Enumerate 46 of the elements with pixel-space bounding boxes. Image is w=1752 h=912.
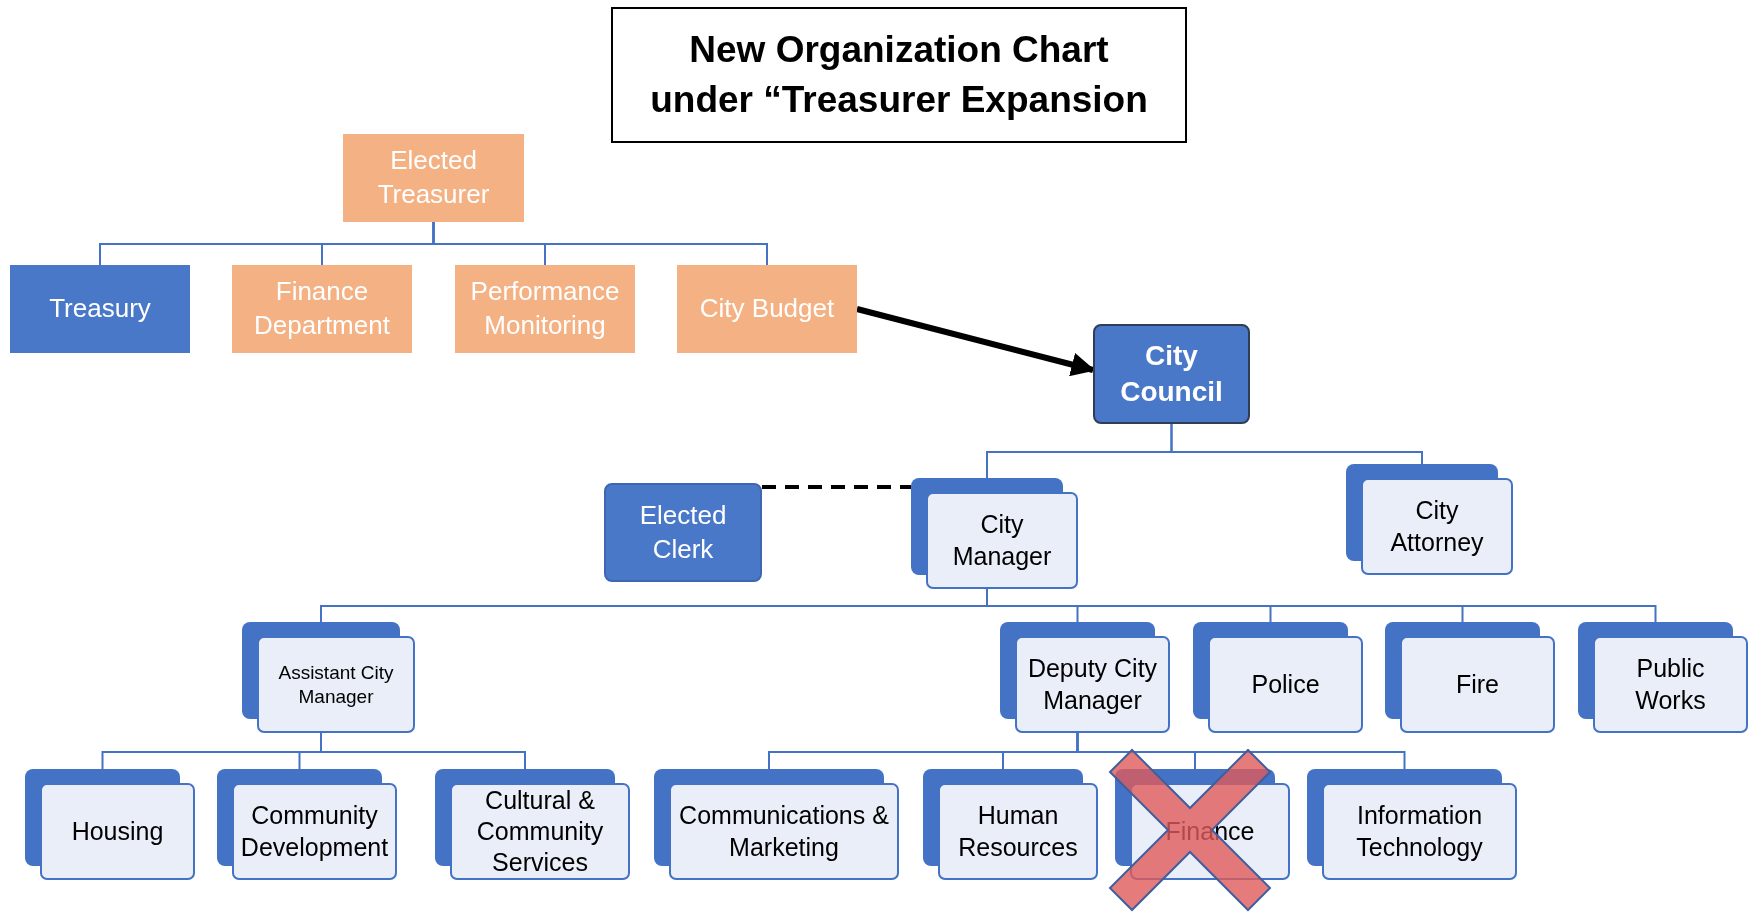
org-card: [435, 769, 630, 880]
box-label: City Budget: [699, 292, 835, 326]
box-label: City Council: [1119, 338, 1224, 409]
org-box: [343, 134, 524, 222]
box-label: Finance Department: [253, 275, 391, 342]
box-label: Treasury: [49, 292, 151, 326]
org-card: [242, 622, 415, 733]
box-label: City Attorney: [1389, 495, 1485, 558]
org-card: [1346, 464, 1513, 575]
org-box: [10, 265, 190, 353]
box-label: Elected Clerk: [638, 498, 728, 566]
org-card: [911, 478, 1078, 589]
box-label: City Manager: [951, 509, 1053, 572]
org-card: [217, 769, 397, 880]
box-label: Performance Monitoring: [469, 275, 621, 342]
box-label: Cultural & Community Services: [475, 784, 605, 879]
box-label: Human Resources: [957, 800, 1079, 863]
org-box: [232, 265, 412, 353]
connector-line: [1076, 732, 1406, 770]
org-box: [604, 483, 762, 582]
box-label: Housing: [71, 815, 164, 847]
dashed-connector: [762, 485, 911, 489]
org-card: [1307, 769, 1517, 880]
connector-line: [1170, 423, 1423, 465]
box-label: Communications & Marketing: [678, 800, 890, 863]
connector-line: [432, 221, 768, 266]
org-box: [1093, 324, 1250, 424]
box-label: Elected Treasurer: [376, 144, 491, 211]
box-label: Information Technology: [1355, 800, 1484, 863]
org-card: [1578, 622, 1748, 733]
org-card: [1193, 622, 1363, 733]
box-label: Deputy City Manager: [1026, 653, 1159, 716]
org-box: [677, 265, 857, 353]
org-card: [25, 769, 195, 880]
org-card: [1000, 622, 1170, 733]
box-label: Community Development: [240, 800, 389, 863]
box-label: Public Works: [1634, 653, 1707, 716]
org-card: [654, 769, 899, 880]
box-label: Police: [1251, 668, 1320, 700]
connector-line: [320, 732, 526, 770]
org-card: [923, 769, 1098, 880]
org-box: [455, 265, 635, 353]
box-label: Assistant City Manager: [277, 660, 395, 709]
box-label: Fire: [1455, 668, 1500, 700]
title: New Organization Chart under “Treasurer Expansion: [611, 7, 1187, 143]
org-card: [1385, 622, 1555, 733]
